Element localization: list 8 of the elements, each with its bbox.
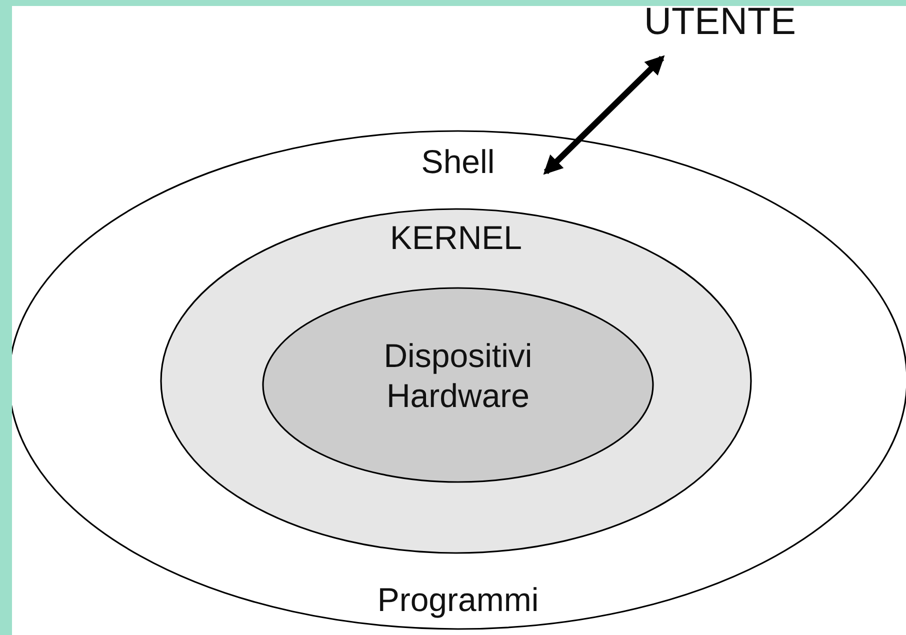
kernel-ellipse <box>160 208 752 554</box>
layer-label: Shell <box>421 142 495 182</box>
user-label: UTENTE <box>644 6 796 42</box>
double-arrow <box>543 55 665 175</box>
layer-label: KERNEL <box>390 218 522 258</box>
hardware-ellipse <box>262 287 654 483</box>
layer-label: Programmi <box>377 580 539 620</box>
layer-label: Dispositivi Hardware <box>382 336 534 416</box>
